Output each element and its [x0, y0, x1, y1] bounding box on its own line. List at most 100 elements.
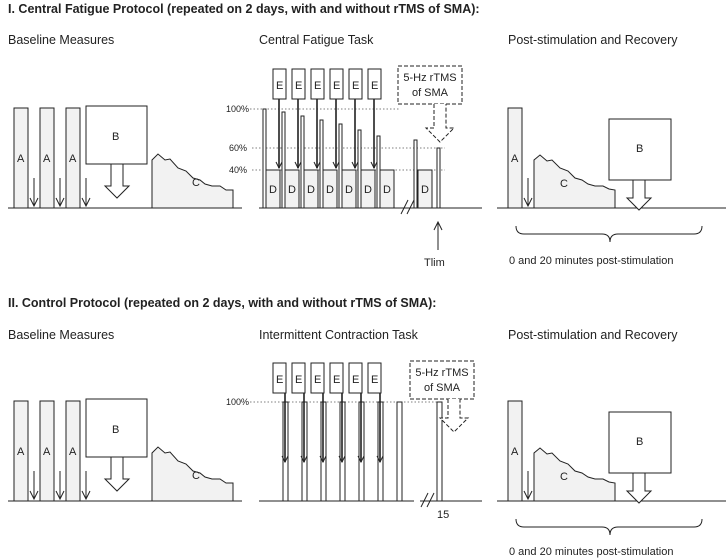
baseline-measures-panel-2: Baseline Measures A A A B C — [8, 328, 242, 502]
measure-box-b — [608, 118, 672, 181]
label-d: D — [345, 184, 353, 196]
rtms-label-line2: of SMA — [412, 87, 449, 99]
contraction-count-label: 15 — [437, 509, 449, 521]
label-a: A — [69, 446, 77, 458]
label-c: C — [560, 471, 568, 483]
label-c: C — [560, 178, 568, 190]
measure-box-b — [85, 105, 148, 165]
rtms-label-line1: 5-Hz rTMS — [415, 367, 468, 379]
recovery-shape-c — [533, 447, 616, 502]
label-e: E — [352, 374, 359, 386]
rtms-arrow-icon — [438, 399, 470, 433]
label-e: E — [333, 374, 340, 386]
stimulus-arrow-icon — [523, 471, 533, 501]
hollow-arrow-icon — [103, 163, 131, 199]
axis-break-icon — [400, 199, 415, 215]
label-d: D — [269, 184, 277, 196]
tlim-label: Tlim — [424, 257, 445, 269]
level-40-label: 40% — [229, 165, 247, 175]
measure-box-b — [608, 411, 672, 474]
mvc-bar-a — [39, 400, 55, 502]
submax-contractions-d — [265, 169, 433, 209]
stimulus-arrow-icon — [29, 471, 91, 501]
label-e: E — [371, 374, 378, 386]
baseline-title: Baseline Measures — [8, 328, 114, 342]
timepoints-label: 0 and 20 minutes post-stimulation — [509, 546, 673, 558]
rtms-label-line2: of SMA — [424, 382, 461, 394]
label-b: B — [636, 436, 643, 448]
mvc-bar-a — [13, 107, 29, 209]
axis-break-icon — [420, 492, 435, 508]
hollow-arrow-icon — [103, 456, 131, 492]
mvc-bar-a — [65, 400, 81, 502]
protocol-1-heading: I. Central Fatigue Protocol (repeated on… — [8, 2, 480, 16]
label-a: A — [43, 446, 51, 458]
rtms-label-line1: 5-Hz rTMS — [403, 72, 456, 84]
baseline-measures-panel-1: Baseline Measures A A A B C — [8, 33, 242, 209]
intermittent-contraction-task-panel: Intermittent Contraction Task 100% — [226, 328, 482, 521]
post-stimulation-panel-1: Post-stimulation and Recovery A C B 0 an… — [497, 33, 726, 267]
label-e: E — [314, 80, 321, 92]
central-fatigue-protocol: I. Central Fatigue Protocol (repeated on… — [8, 2, 726, 269]
mvc-bar-a — [13, 400, 29, 502]
rtms-arrow-icon — [424, 104, 456, 143]
control-protocol: II. Control Protocol (repeated on 2 days… — [8, 296, 726, 558]
rtms-box — [409, 360, 475, 400]
mvc-bar-a — [39, 107, 55, 209]
label-c: C — [192, 470, 200, 482]
measure-box-b — [85, 398, 148, 458]
recovery-shape-c — [533, 154, 616, 209]
post-stimulation-panel-2: Post-stimulation and Recovery A C B 0 an… — [497, 328, 726, 558]
label-d: D — [383, 184, 391, 196]
label-d: D — [307, 184, 315, 196]
timepoint-bracket — [515, 225, 703, 243]
label-a: A — [17, 153, 25, 165]
label-b: B — [112, 424, 119, 436]
tlim-arrow-icon — [433, 220, 443, 250]
label-e: E — [276, 374, 283, 386]
label-d: D — [421, 184, 429, 196]
label-c: C — [192, 177, 200, 189]
mvc-bar-a — [507, 400, 523, 502]
baseline-title: Baseline Measures — [8, 33, 114, 47]
label-a: A — [43, 153, 51, 165]
label-d: D — [364, 184, 372, 196]
tms-e-boxes — [272, 362, 382, 394]
mvc-spikes — [262, 108, 441, 209]
mvc-bar-a — [65, 107, 81, 209]
hollow-arrow-icon — [625, 472, 653, 504]
level-60-label: 60% — [229, 143, 247, 153]
central-fatigue-task-panel: Central Fatigue Task 100% 60% 40% — [226, 33, 482, 269]
label-e: E — [276, 80, 283, 92]
protocol-2-heading: II. Control Protocol (repeated on 2 days… — [8, 296, 436, 310]
label-b: B — [112, 131, 119, 143]
recovery-shape-c — [151, 153, 234, 209]
label-b: B — [636, 143, 643, 155]
label-a: A — [511, 153, 519, 165]
task-title: Intermittent Contraction Task — [259, 328, 419, 342]
mvc-bar-a — [507, 107, 523, 209]
timepoints-label: 0 and 20 minutes post-stimulation — [509, 255, 673, 267]
label-a: A — [17, 446, 25, 458]
post-title: Post-stimulation and Recovery — [508, 33, 678, 47]
label-e: E — [352, 80, 359, 92]
level-100-label: 100% — [226, 397, 249, 407]
label-d: D — [326, 184, 334, 196]
hollow-arrow-icon — [625, 179, 653, 211]
rtms-box — [397, 65, 463, 105]
tms-arrow-icon — [281, 393, 384, 464]
stimulus-arrow-icon — [29, 178, 91, 208]
label-e: E — [295, 80, 302, 92]
recovery-shape-c — [151, 446, 234, 502]
stimulus-arrow-icon — [523, 178, 533, 208]
label-e: E — [314, 374, 321, 386]
post-title: Post-stimulation and Recovery — [508, 328, 678, 342]
label-a: A — [511, 446, 519, 458]
level-100-label: 100% — [226, 104, 249, 114]
label-e: E — [333, 80, 340, 92]
mvc-contractions — [282, 401, 443, 502]
task-title: Central Fatigue Task — [259, 33, 374, 47]
label-d: D — [288, 184, 296, 196]
label-a: A — [69, 153, 77, 165]
